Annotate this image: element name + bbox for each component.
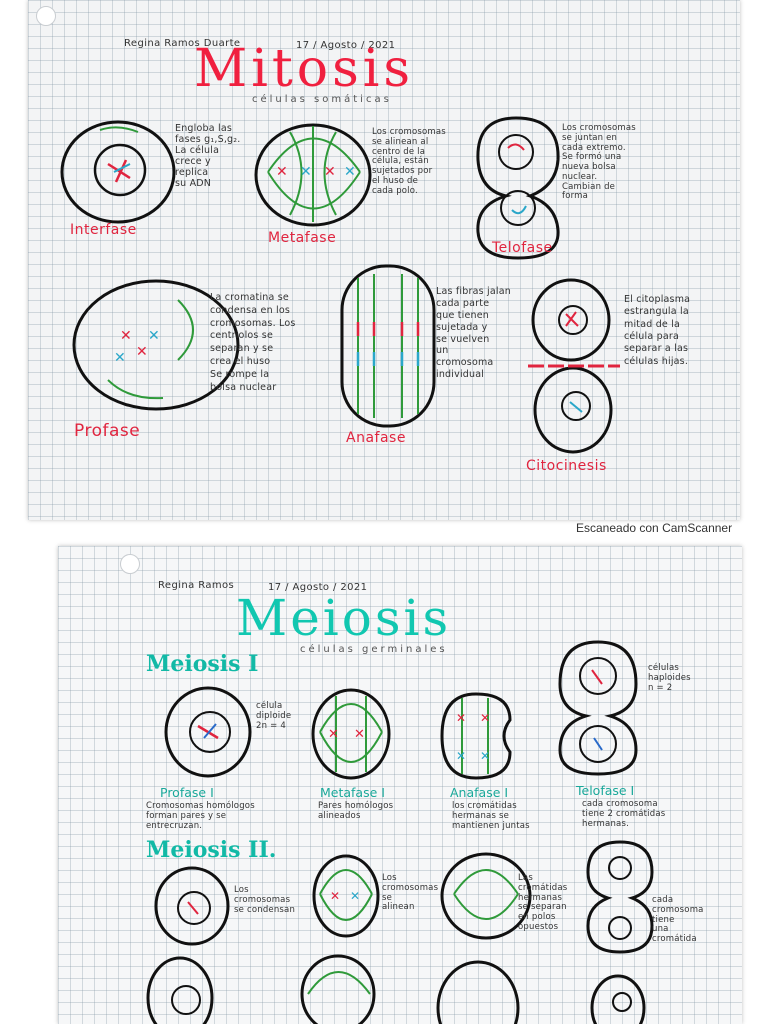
binder-hole: [36, 6, 56, 26]
page-title: Meiosis: [236, 589, 452, 647]
scanner-watermark: Escaneado con CamScanner: [576, 521, 733, 535]
svg-text:✕: ✕: [456, 711, 466, 725]
mitosis-drawings: ✕ ✕ ✕ ✕ ✕ ✕ ✕ ✕: [60, 116, 620, 454]
anafase-cell: [340, 264, 436, 428]
profase-cell: ✕ ✕ ✕ ✕: [72, 279, 240, 411]
svg-text:✕: ✕: [114, 350, 126, 366]
meiosis-ii-cell-2: ✕ ✕: [312, 854, 380, 938]
svg-text:✕: ✕: [276, 164, 288, 180]
stage-label-anafase: Anafase: [346, 430, 406, 446]
meiosis-ii-cell-7: [436, 960, 520, 1024]
meiosis-ii-cell-1: [154, 866, 230, 946]
meiosis-ii-cell-8: [590, 974, 646, 1024]
svg-text:✕: ✕: [480, 749, 490, 763]
stage-label-metafase: Metafase: [268, 230, 337, 246]
meiosis-ii-cell-3: [440, 852, 532, 940]
svg-text:✕: ✕: [328, 727, 339, 742]
section-meiosis-ii: Meiosis II.: [146, 837, 277, 863]
stage-label-interfase: Interfase: [70, 222, 137, 238]
stage-label-telofase: Telofase: [492, 240, 553, 256]
meiosis-ii-cell-6: [300, 954, 376, 1024]
meiosis-drawings: ✕ ✕ ✕ ✕ ✕ ✕ ✕ ✕: [146, 640, 654, 1024]
stage-label-metafase-i: Metafase I: [320, 785, 385, 800]
stage-label-profase: Profase: [74, 421, 141, 441]
svg-text:✕: ✕: [350, 889, 360, 903]
svg-text:✕: ✕: [330, 889, 340, 903]
mitosis-notebook-page: ✕ ✕ ✕ ✕ ✕ ✕ ✕ ✕: [28, 0, 740, 520]
section-meiosis-i: Meiosis I: [146, 651, 259, 677]
svg-text:✕: ✕: [300, 164, 312, 180]
svg-text:✕: ✕: [354, 727, 365, 742]
binder-hole: [120, 554, 140, 574]
date: 17 / Agosto / 2021: [296, 40, 396, 51]
stage-label-citocinesis: Citocinesis: [526, 458, 607, 474]
svg-text:✕: ✕: [456, 749, 466, 763]
author-name: Regina Ramos: [158, 580, 235, 591]
interfase-cell: [60, 120, 176, 224]
grid-paper: [58, 546, 742, 1024]
metafase-i-cell: ✕ ✕: [311, 688, 391, 780]
svg-text:✕: ✕: [324, 164, 336, 180]
meiosis-ii-cell-5: [146, 956, 214, 1024]
telofase-i-cell: [558, 640, 638, 776]
page-title: Mitosis: [194, 39, 415, 99]
telofase-cell: [476, 116, 560, 260]
grid-paper: [28, 0, 740, 520]
stage-label-anafase-i: Anafase I: [450, 785, 509, 800]
stage-label-telofase-i: Telofase I: [576, 783, 635, 798]
meiosis-ii-cell-4: [586, 840, 654, 954]
date: 17 / Agosto / 2021: [268, 582, 368, 593]
page-subtitle: células germinales: [300, 644, 448, 655]
svg-text:✕: ✕: [120, 328, 132, 344]
meiosis-notebook-page: ✕ ✕ ✕ ✕ ✕ ✕ ✕ ✕: [58, 546, 742, 1024]
metafase-cell: ✕ ✕ ✕ ✕: [254, 123, 372, 227]
svg-text:✕: ✕: [136, 344, 148, 360]
citocinesis-cell: [528, 278, 620, 454]
author-name: Regina Ramos Duarte: [124, 38, 241, 49]
stage-label-profase-i: Profase I: [160, 785, 214, 800]
svg-text:✕: ✕: [148, 328, 160, 344]
svg-text:✕: ✕: [480, 711, 490, 725]
page-subtitle: células somáticas: [252, 94, 392, 105]
profase-i-cell: [164, 686, 252, 778]
anafase-i-cell: ✕ ✕ ✕ ✕: [440, 692, 512, 780]
svg-text:✕: ✕: [344, 164, 356, 180]
